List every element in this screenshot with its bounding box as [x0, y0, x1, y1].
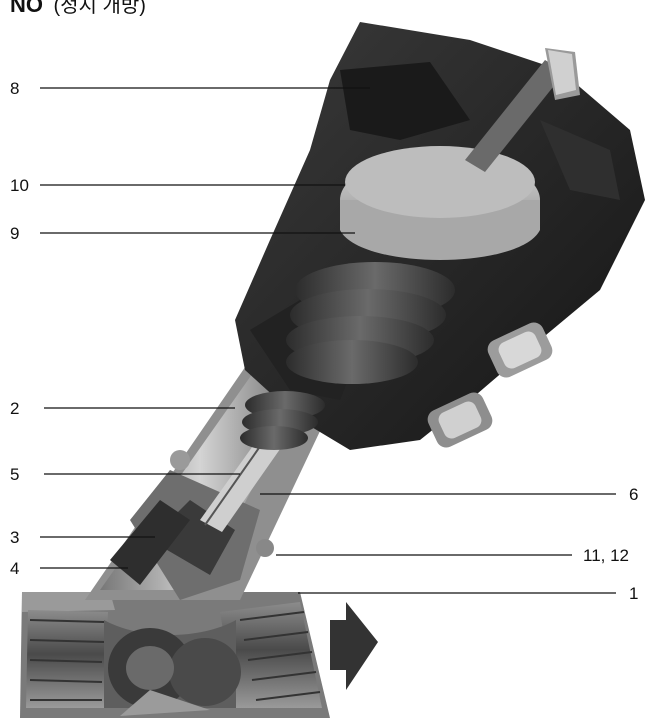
callout-1: 1: [629, 584, 638, 603]
air-fittings: [427, 322, 553, 448]
valve-body: [20, 592, 330, 718]
callout-4: 4: [10, 559, 19, 578]
callout-5: 5: [10, 465, 19, 484]
callout-2: 2: [10, 399, 19, 418]
flow-direction-arrow-icon: [330, 602, 378, 690]
leader-lines: [40, 87, 616, 594]
callout-11-12: 11, 12: [583, 546, 629, 565]
callout-6: 6: [629, 485, 638, 504]
callout-3: 3: [10, 528, 19, 547]
callout-9: 9: [10, 224, 19, 243]
callout-10: 10: [10, 176, 29, 195]
title-rest: (정지 개방): [53, 0, 145, 17]
diagram-title: NO (정지 개방): [10, 0, 146, 17]
actuator-housing: [235, 22, 645, 450]
callout-8: 8: [10, 79, 19, 98]
title-bold: NO: [10, 0, 43, 17]
callout-labels: 8 10 9 2 5 3 4 6 11, 12 1: [10, 79, 638, 603]
